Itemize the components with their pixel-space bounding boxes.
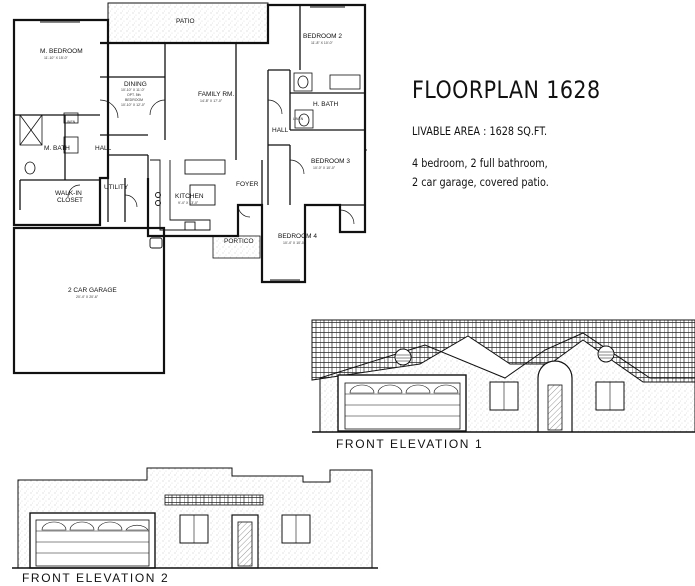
patio-slab: [107, 2, 269, 44]
room-label-kitchen: KITCHEN: [175, 193, 204, 200]
bath-fixtures: [19, 72, 361, 175]
room-dim-bedroom-3: 10'-0" X 10'-0": [313, 166, 336, 170]
windows: [40, 4, 367, 283]
room-label-garage: 2 CAR GARAGE: [68, 287, 117, 294]
livable-area: LIVABLE AREA : 1628 SQ.FT.: [412, 124, 548, 138]
room-label-m-bath: M. BATH: [44, 145, 70, 152]
door-swings: [67, 99, 355, 225]
room-label-bedroom-3: BEDROOM 3: [311, 158, 351, 165]
room-label-linen-small: LINEN: [65, 120, 76, 124]
room-dim-dining: 10'-10" X 11'-0": [121, 88, 145, 92]
room-label-family-rm: FAMILY RM.: [198, 91, 235, 98]
front-elevation-2: [12, 467, 378, 569]
plan-title: FLOORPLAN 1628: [412, 76, 601, 104]
room-dim-bedroom-2: 11'-8" X 10'-0": [311, 41, 333, 45]
description-line-1: 4 bedroom, 2 full bathroom,: [412, 156, 548, 170]
room-label-m-bedroom: M. BEDROOM: [40, 48, 83, 55]
room-dim-family-rm: 14'-8" X 17'-0": [200, 99, 223, 103]
room-dim-kitchen: 9'-4" X 13'-0": [178, 201, 199, 205]
room-dim-bedroom-4: 10'-4" X 10'-0": [283, 241, 306, 245]
room-dim-dining-2: 10'-10" X 12'-0": [121, 103, 146, 107]
front-elevation-1: [311, 319, 695, 433]
room-label-dining: DINING: [124, 81, 147, 88]
room-opt-dining: OPT. 5th: [127, 93, 141, 97]
kitchen-counters: [149, 159, 226, 249]
room-opt-dining-2: BEDROOM: [125, 98, 144, 102]
room-label-h-bath: H. BATH: [313, 101, 339, 108]
floor-plan: [12, 2, 367, 375]
portico-slab: [212, 235, 261, 259]
room-label-closet: CLOSET: [57, 197, 84, 204]
room-label-hall-right: HALL: [272, 127, 289, 134]
garage-walls: [12, 226, 166, 375]
elevation-2-label: FRONT ELEVATION 2: [22, 571, 170, 585]
room-label-linen: LINEN: [293, 117, 304, 121]
master-bedroom-walls: [12, 18, 110, 227]
room-label-bedroom-4: BEDROOM 4: [278, 233, 318, 240]
room-label-walk-in: WALK-IN: [55, 190, 82, 197]
interior-walls: [14, 5, 365, 236]
elevation-1-label: FRONT ELEVATION 1: [336, 437, 484, 451]
room-dim-garage: 20'-4" X 20'-6": [76, 295, 99, 299]
room-dim-m-bedroom: 11'-10" X 15'-0": [44, 56, 68, 60]
room-label-patio: PATIO: [176, 18, 195, 25]
room-label-utility: UTILITY: [104, 184, 129, 191]
room-label-foyer: FOYER: [236, 181, 259, 188]
room-label-portico: PORTICO: [224, 238, 254, 245]
description-line-2: 2 car garage, covered patio.: [412, 175, 549, 189]
room-label-hall-left: HALL: [95, 145, 112, 152]
room-label-bedroom-2: BEDROOM 2: [303, 33, 343, 40]
